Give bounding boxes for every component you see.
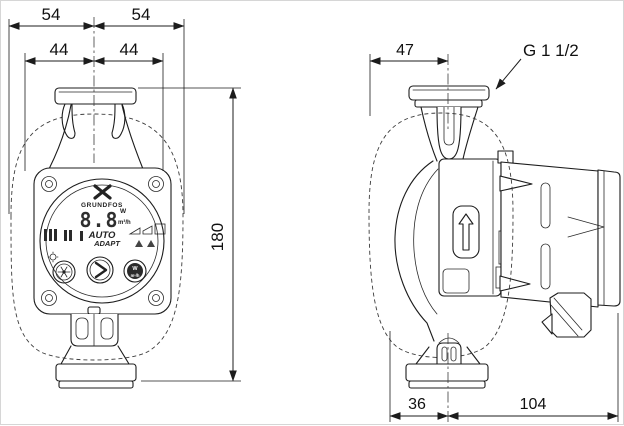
flow-arrow-panel <box>452 205 480 259</box>
thread-callout: G 1 1/2 <box>495 41 579 90</box>
button-power-label: W <box>132 266 138 272</box>
side-dimensions: 47 G 1 1/2 36 104 <box>369 41 619 422</box>
front-top-flange <box>54 87 137 105</box>
front-bezel-outer-ring <box>39 178 165 304</box>
pump-curve-icons <box>128 223 166 247</box>
motor-clip-lower <box>499 275 531 292</box>
front-union-ear-right <box>111 103 126 139</box>
front-dimensions: 54 54 44 44 180 <box>8 5 241 382</box>
motor-vent-slot-lower <box>540 243 551 290</box>
control-panel: GRUNDFOS 8.8 W m³/h AUTO ADAPT <box>44 184 166 284</box>
power-flow-readout-button: W m³/h <box>123 259 147 283</box>
dim-label: 104 <box>520 396 547 413</box>
dim-47: 47 <box>369 42 449 65</box>
button-flow-label: m³/h <box>131 273 140 278</box>
speed-setting-bars-icon <box>44 229 83 241</box>
select-button <box>86 256 114 284</box>
side-neck-fork <box>420 106 479 162</box>
proportional-pressure-icon <box>128 227 141 235</box>
dim-54-right: 54 <box>93 5 185 30</box>
front-view: GRUNDFOS 8.8 W m³/h AUTO ADAPT <box>8 5 241 389</box>
constant-pressure-icon <box>142 225 153 235</box>
dim-label: 36 <box>408 396 426 413</box>
side-bottom-flange <box>405 363 489 389</box>
dim-label: 54 <box>42 5 61 24</box>
dim-44-left: 44 <box>24 40 95 65</box>
radiator-mode-icon <box>135 240 155 247</box>
snowflake-icon <box>57 266 71 278</box>
dim-label: 180 <box>208 223 227 251</box>
dim-label: 54 <box>132 5 151 24</box>
lcd-unit-flow: m³/h <box>118 219 131 226</box>
side-view: 47 G 1 1/2 36 104 <box>368 41 621 422</box>
dim-36: 36 <box>389 396 449 420</box>
front-bottom-union <box>60 306 130 365</box>
side-bottom-union <box>415 337 481 365</box>
dim-54-left: 54 <box>8 5 95 30</box>
lcd-unit-power: W <box>120 208 127 215</box>
display-mode-button <box>52 260 76 284</box>
dim-label: 44 <box>120 40 139 59</box>
side-volute-outer <box>394 160 435 342</box>
motor-vent-slot-upper <box>540 182 551 229</box>
side-box-lower-plate <box>442 268 470 294</box>
brand-text: GRUNDFOS <box>81 202 123 209</box>
dim-label: 47 <box>396 42 414 59</box>
autoadapt-text-top: AUTO <box>88 230 116 241</box>
dim-label: 44 <box>50 40 69 59</box>
motor-clip-upper <box>499 175 533 192</box>
side-volute-inner <box>413 168 439 315</box>
side-insulation-shell-outline <box>368 112 514 358</box>
front-volute-left-edge <box>48 104 72 170</box>
chevron-right-icon <box>94 261 108 279</box>
side-top-flange <box>408 85 490 108</box>
thread-size-label: G 1 1/2 <box>523 41 579 60</box>
motor-end-cap <box>597 169 621 307</box>
grundfos-logo-icon <box>93 184 112 200</box>
constant-curve-icon <box>154 223 166 235</box>
front-volute-right-edge <box>121 104 144 170</box>
gear-icon <box>47 251 59 263</box>
plug-foot <box>541 313 553 335</box>
lcd-display-value: 8.8 <box>79 208 118 232</box>
front-bottom-flange <box>55 363 137 389</box>
dim-104: 104 <box>447 396 619 420</box>
motor-spring-clip <box>567 216 605 238</box>
autoadapt-text-bottom: ADAPT <box>93 239 121 248</box>
flow-direction-arrow-icon <box>458 213 474 251</box>
motor-body <box>499 161 621 308</box>
terminal-plug-box <box>541 292 592 338</box>
dim-44-right: 44 <box>93 40 164 65</box>
corner-screws <box>41 176 164 306</box>
dim-180-height: 180 <box>138 87 241 382</box>
